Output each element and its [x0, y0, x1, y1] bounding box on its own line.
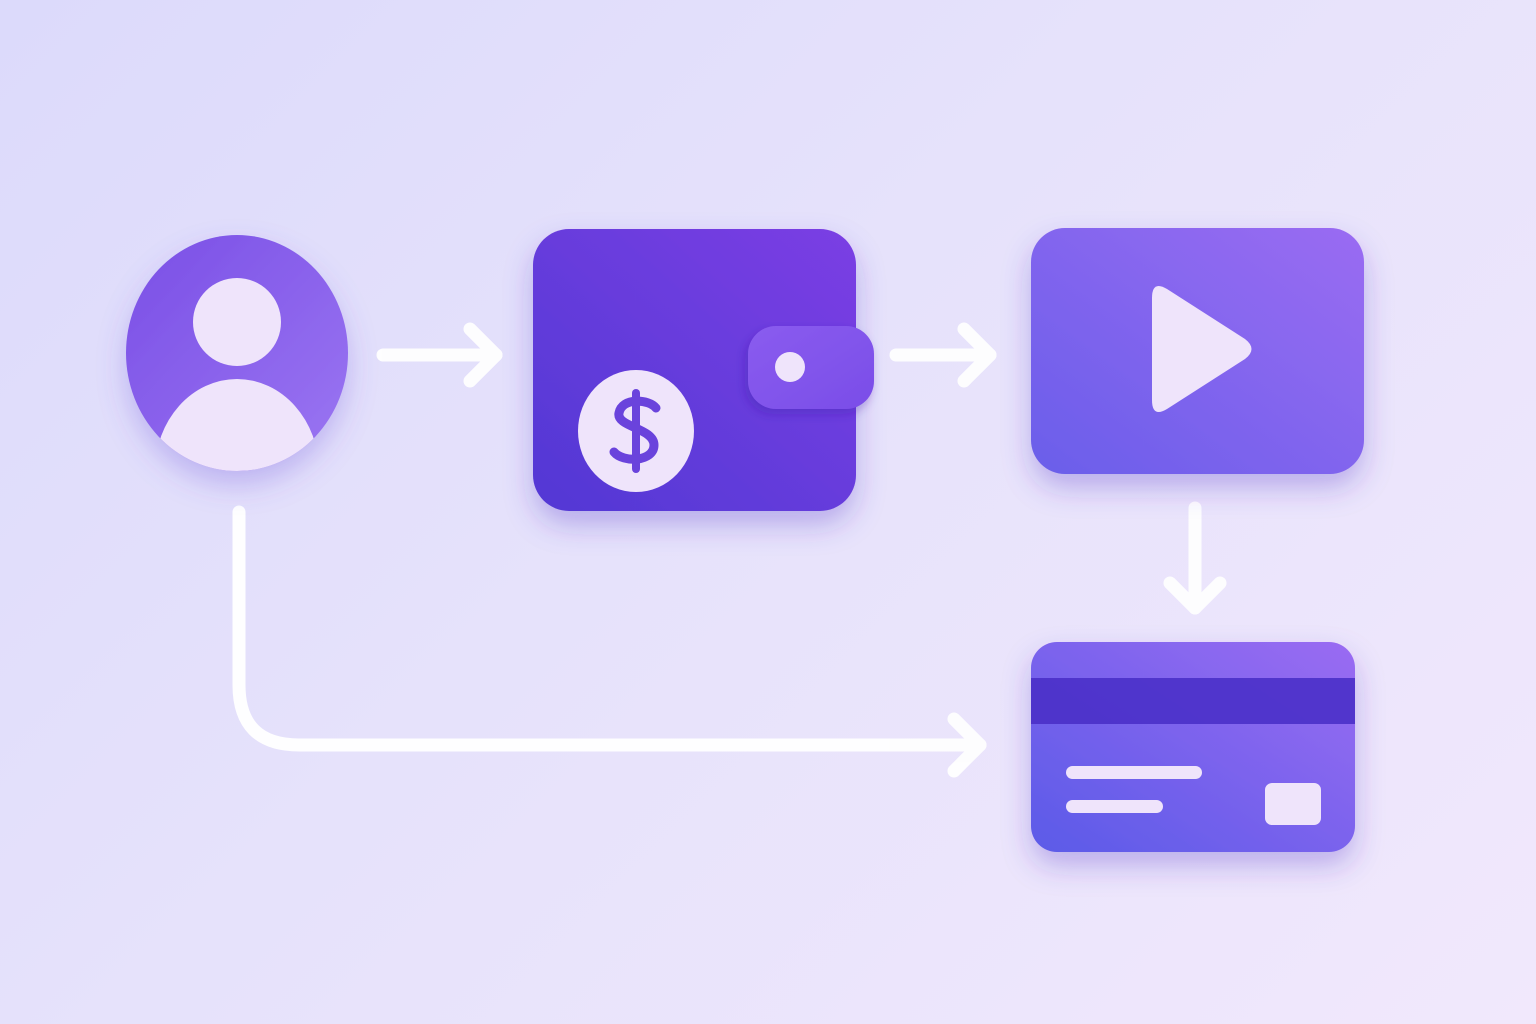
wallet-clasp	[748, 326, 874, 409]
card-chip-icon	[1265, 783, 1321, 825]
arrow-user-to-card	[232, 505, 987, 778]
wallet-node	[528, 222, 883, 518]
user-avatar-icon	[126, 235, 348, 471]
user-avatar-node	[118, 228, 358, 478]
play-video-icon	[1031, 228, 1364, 474]
credit-card-icon	[1031, 642, 1355, 852]
arrow-user-to-wallet	[376, 322, 503, 388]
dollar-coin-icon	[578, 370, 694, 492]
video-player-node	[1026, 222, 1371, 482]
wallet-icon	[533, 229, 874, 511]
card-magnetic-stripe	[1031, 678, 1355, 724]
arrow-wallet-to-video	[889, 322, 997, 388]
arrow-video-to-card	[1163, 501, 1227, 615]
play-triangle-icon	[1152, 286, 1252, 412]
card-number-line	[1066, 766, 1202, 779]
card-name-line	[1066, 800, 1163, 813]
credit-card-node	[1026, 636, 1362, 858]
